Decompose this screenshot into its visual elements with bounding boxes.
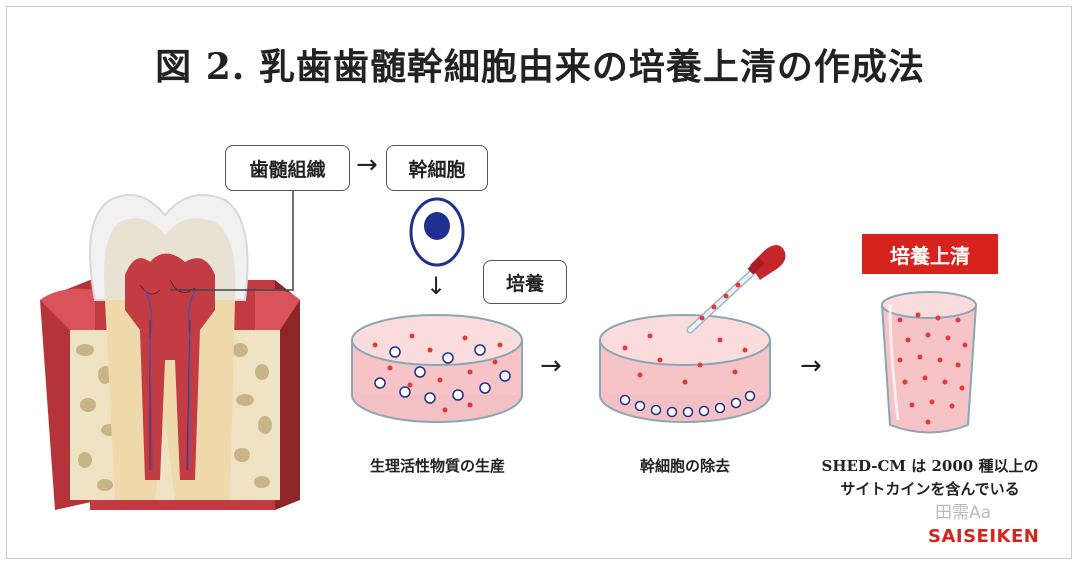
pulp-connector-line	[170, 190, 294, 291]
caption-shed-cm-line1: SHED-CM は 2000 種以上の	[821, 457, 1039, 475]
arrow-dish1-to-dish2: →	[540, 351, 562, 381]
stem-cells-box: 幹細胞	[386, 145, 488, 191]
culture-dish-1	[351, 314, 523, 423]
stem-cell-icon	[409, 197, 465, 267]
culture-dish-2	[599, 314, 771, 423]
saiseiken-logo: SAISEIKEN	[928, 526, 1040, 547]
pulp-tissue-box: 歯髄組織	[225, 145, 350, 191]
arrow-to-stem-cells: →	[356, 150, 378, 180]
watermark: 田需Aa	[935, 503, 992, 523]
culture-box: 培養	[483, 260, 567, 304]
supernatant-beaker	[881, 291, 977, 434]
tooth-illustration	[40, 194, 300, 510]
arrow-down-to-dish: ↓	[426, 272, 447, 300]
figure-title: 図 2. 乳歯歯髄幹細胞由来の培養上清の作成法	[155, 46, 925, 88]
arrow-dish2-to-beaker: →	[800, 351, 822, 381]
caption-shed-cm-line2: サイトカインを含んでいる	[840, 480, 1020, 498]
caption-bioactive-production: 生理活性物質の生産	[369, 457, 505, 475]
pipette-dropper	[686, 245, 786, 334]
caption-stem-cell-removal: 幹細胞の除去	[639, 457, 730, 475]
supernatant-label: 培養上清	[862, 234, 998, 274]
